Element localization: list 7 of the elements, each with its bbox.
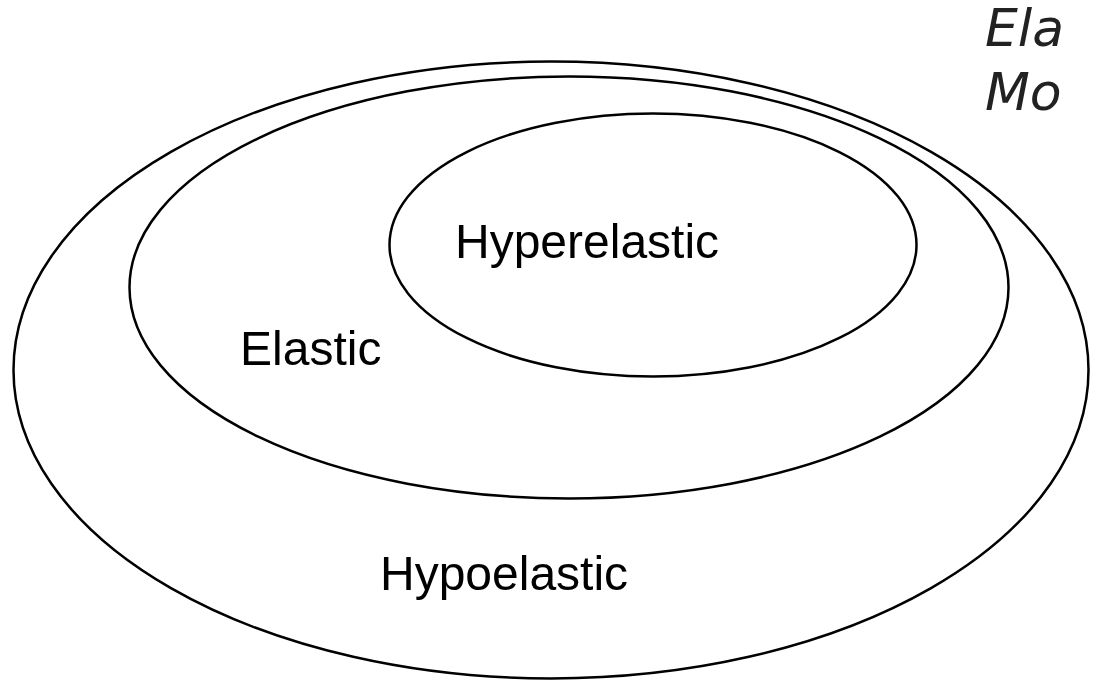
heading-fragment: Ela bbox=[985, 2, 1065, 54]
set-label: Hypoelastic bbox=[380, 550, 629, 598]
heading-fragment: Mo bbox=[985, 66, 1062, 118]
set-label: Hyperelastic bbox=[455, 218, 720, 266]
set-label: Elastic bbox=[240, 325, 382, 373]
set-ellipse bbox=[12, 60, 1090, 680]
set-ellipse bbox=[388, 112, 918, 378]
